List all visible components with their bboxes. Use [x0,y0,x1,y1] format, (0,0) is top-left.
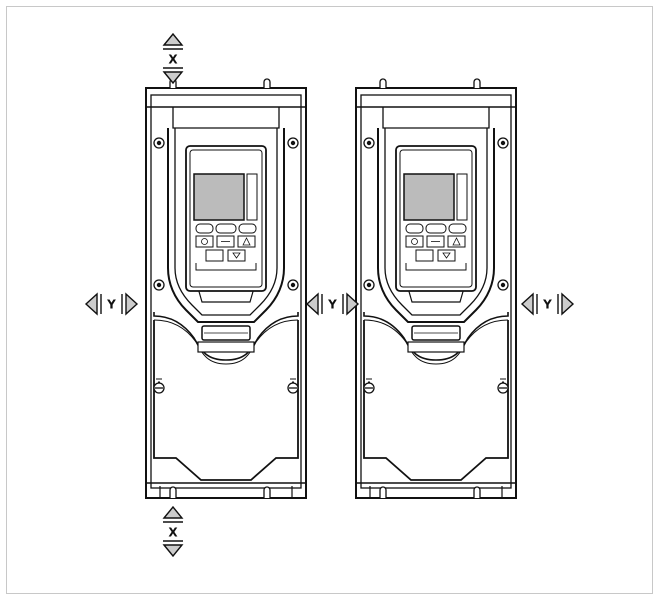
drive-unit-left [145,78,307,499]
y-label-left: Y [106,298,116,312]
diagram-frame [6,6,653,594]
clearance-arrow-x-top: X [162,33,184,84]
y-label-right: Y [542,298,552,312]
drive-unit-right [355,78,517,499]
x-label-bottom: X [168,526,178,540]
clearance-arrow-y-right: Y [521,293,574,315]
clearance-arrow-y-middle: Y [306,293,359,315]
clearance-arrow-y-left: Y [85,293,138,315]
x-label-top: X [168,53,178,67]
y-label-middle: Y [327,298,337,312]
clearance-arrow-x-bottom: X [162,506,184,557]
